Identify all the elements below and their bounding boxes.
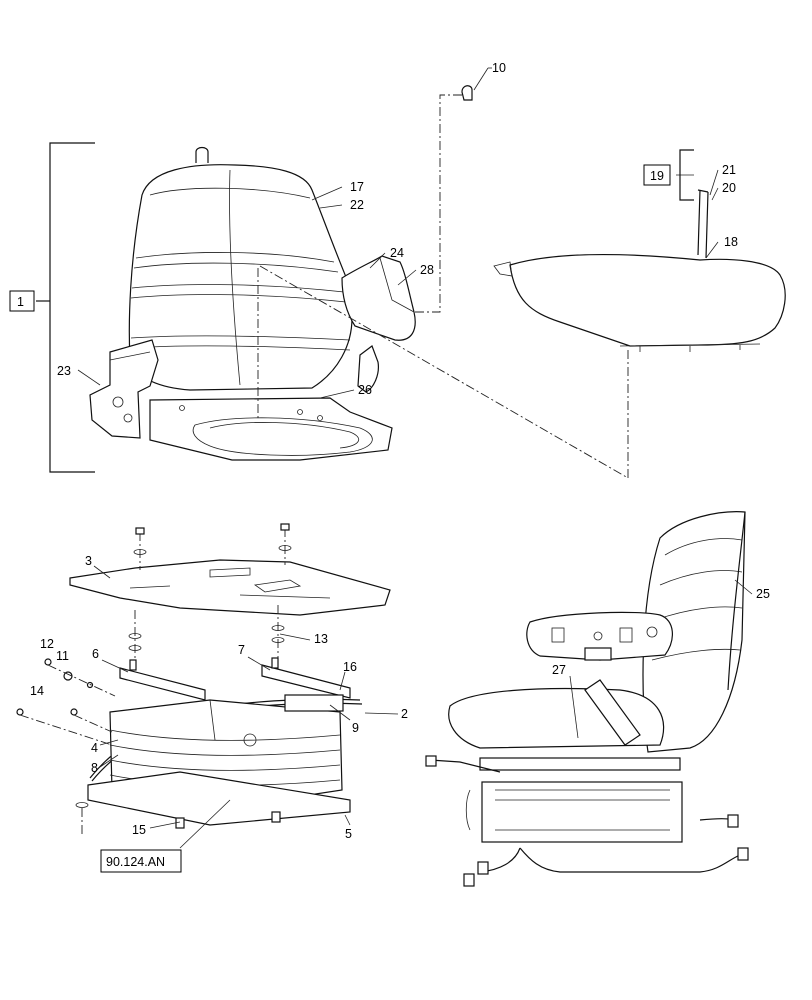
callout-18: 18 (724, 235, 738, 249)
callout-7: 7 (238, 643, 245, 657)
callout-3: 3 (85, 554, 92, 568)
seat-assembly-lower (425, 511, 753, 887)
callout-5: 5 (345, 827, 352, 841)
callout-27: 27 (552, 663, 566, 677)
callout-10: 10 (492, 61, 506, 75)
callout-26: 26 (358, 383, 372, 397)
callout-23: 23 (57, 364, 71, 378)
callout-1-box (9, 290, 35, 312)
callout-15: 15 (132, 823, 146, 837)
callout-28: 28 (420, 263, 434, 277)
upper-callout-lines (77, 67, 719, 399)
assembly-bracket (36, 142, 95, 473)
callout-19: 19 (650, 169, 664, 183)
callout-20: 20 (722, 181, 736, 195)
callout-9: 9 (352, 721, 359, 735)
callout-1: 1 (17, 295, 24, 309)
clip-part (461, 85, 473, 101)
callout-11: 11 (56, 649, 69, 663)
callout-24: 24 (390, 246, 404, 260)
callout-4: 4 (91, 741, 98, 755)
seat-cushion (493, 189, 786, 352)
callout-6: 6 (92, 647, 99, 661)
callout-25: 25 (756, 587, 770, 601)
leader-lines (257, 94, 629, 479)
suspension-exploded (16, 523, 391, 835)
seat-assembly-upper (89, 146, 416, 461)
callout-16: 16 (343, 660, 357, 674)
callout-14: 14 (30, 684, 44, 698)
callout-13: 13 (314, 632, 328, 646)
callout-labels: 1 10 17 22 24 28 26 23 19 21 20 18 3 13 … (9, 61, 770, 873)
reference-label: 90.124.AN (106, 855, 165, 869)
callout-22: 22 (350, 198, 364, 212)
callout-19-box (643, 164, 671, 186)
callout-8: 8 (91, 761, 98, 775)
reference-box (100, 849, 182, 873)
lower-left-callout-lines (93, 565, 399, 849)
callout-17: 17 (350, 180, 364, 194)
callout-2: 2 (401, 707, 408, 721)
callout-21: 21 (722, 163, 736, 177)
callout-12: 12 (40, 637, 54, 651)
